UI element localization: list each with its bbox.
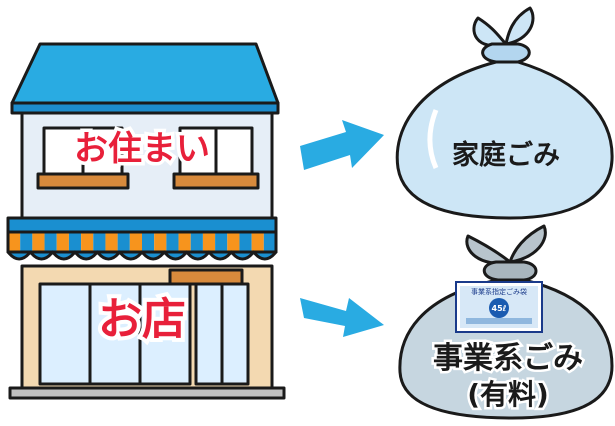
roof-eave [10, 101, 280, 115]
upper-window-left [36, 126, 130, 190]
sticker-number: 45ℓ [492, 304, 507, 313]
awning-stripe [56, 232, 69, 252]
awning-stripe [129, 232, 142, 252]
upper-window-right [172, 126, 260, 190]
shop-windows [38, 282, 250, 386]
awning-stripe [227, 232, 240, 252]
awning-stripe [154, 232, 167, 252]
awning-stripe [263, 232, 276, 252]
awning-stripe [215, 232, 228, 252]
shop-sign [168, 268, 244, 286]
household-bag-label: 家庭ごみ [452, 139, 560, 171]
business-garbage-bag [398, 224, 614, 420]
roof [10, 42, 280, 105]
awning-stripe [166, 232, 179, 252]
awning-scallops [6, 250, 278, 261]
awning-stripe [44, 232, 57, 252]
awning-stripe [105, 232, 118, 252]
awning-stripe [32, 232, 45, 252]
arrow-icon [300, 298, 384, 337]
awning-stripe [239, 232, 252, 252]
household-garbage-bag [395, 6, 614, 220]
awning-stripe [8, 232, 21, 252]
sticker-header: 事業系指定ごみ袋 [471, 287, 527, 296]
business-bag-label-line1: 事業系ごみ [433, 341, 583, 376]
shop-label: お店 [98, 294, 186, 345]
awning-stripe [142, 232, 155, 252]
awning-stripe [20, 232, 33, 252]
awning-stripe [190, 232, 203, 252]
awning-stripe [68, 232, 82, 252]
awning-stripe [178, 232, 191, 252]
arrow-icon [300, 120, 384, 170]
awning-stripe [81, 232, 94, 252]
residence-label: お住まい [74, 129, 210, 169]
awning [6, 230, 278, 254]
awning-band [6, 216, 278, 234]
building [6, 42, 286, 400]
business-bag-label-line2: (有料) [467, 378, 549, 411]
ground [8, 386, 286, 400]
designated-bag-sticker: 事業系指定ごみ袋 45ℓ [455, 281, 543, 333]
awning-stripe [117, 232, 130, 252]
awning-stripe [202, 232, 216, 252]
awning-stripe [251, 232, 264, 252]
awning-stripe [93, 232, 106, 252]
